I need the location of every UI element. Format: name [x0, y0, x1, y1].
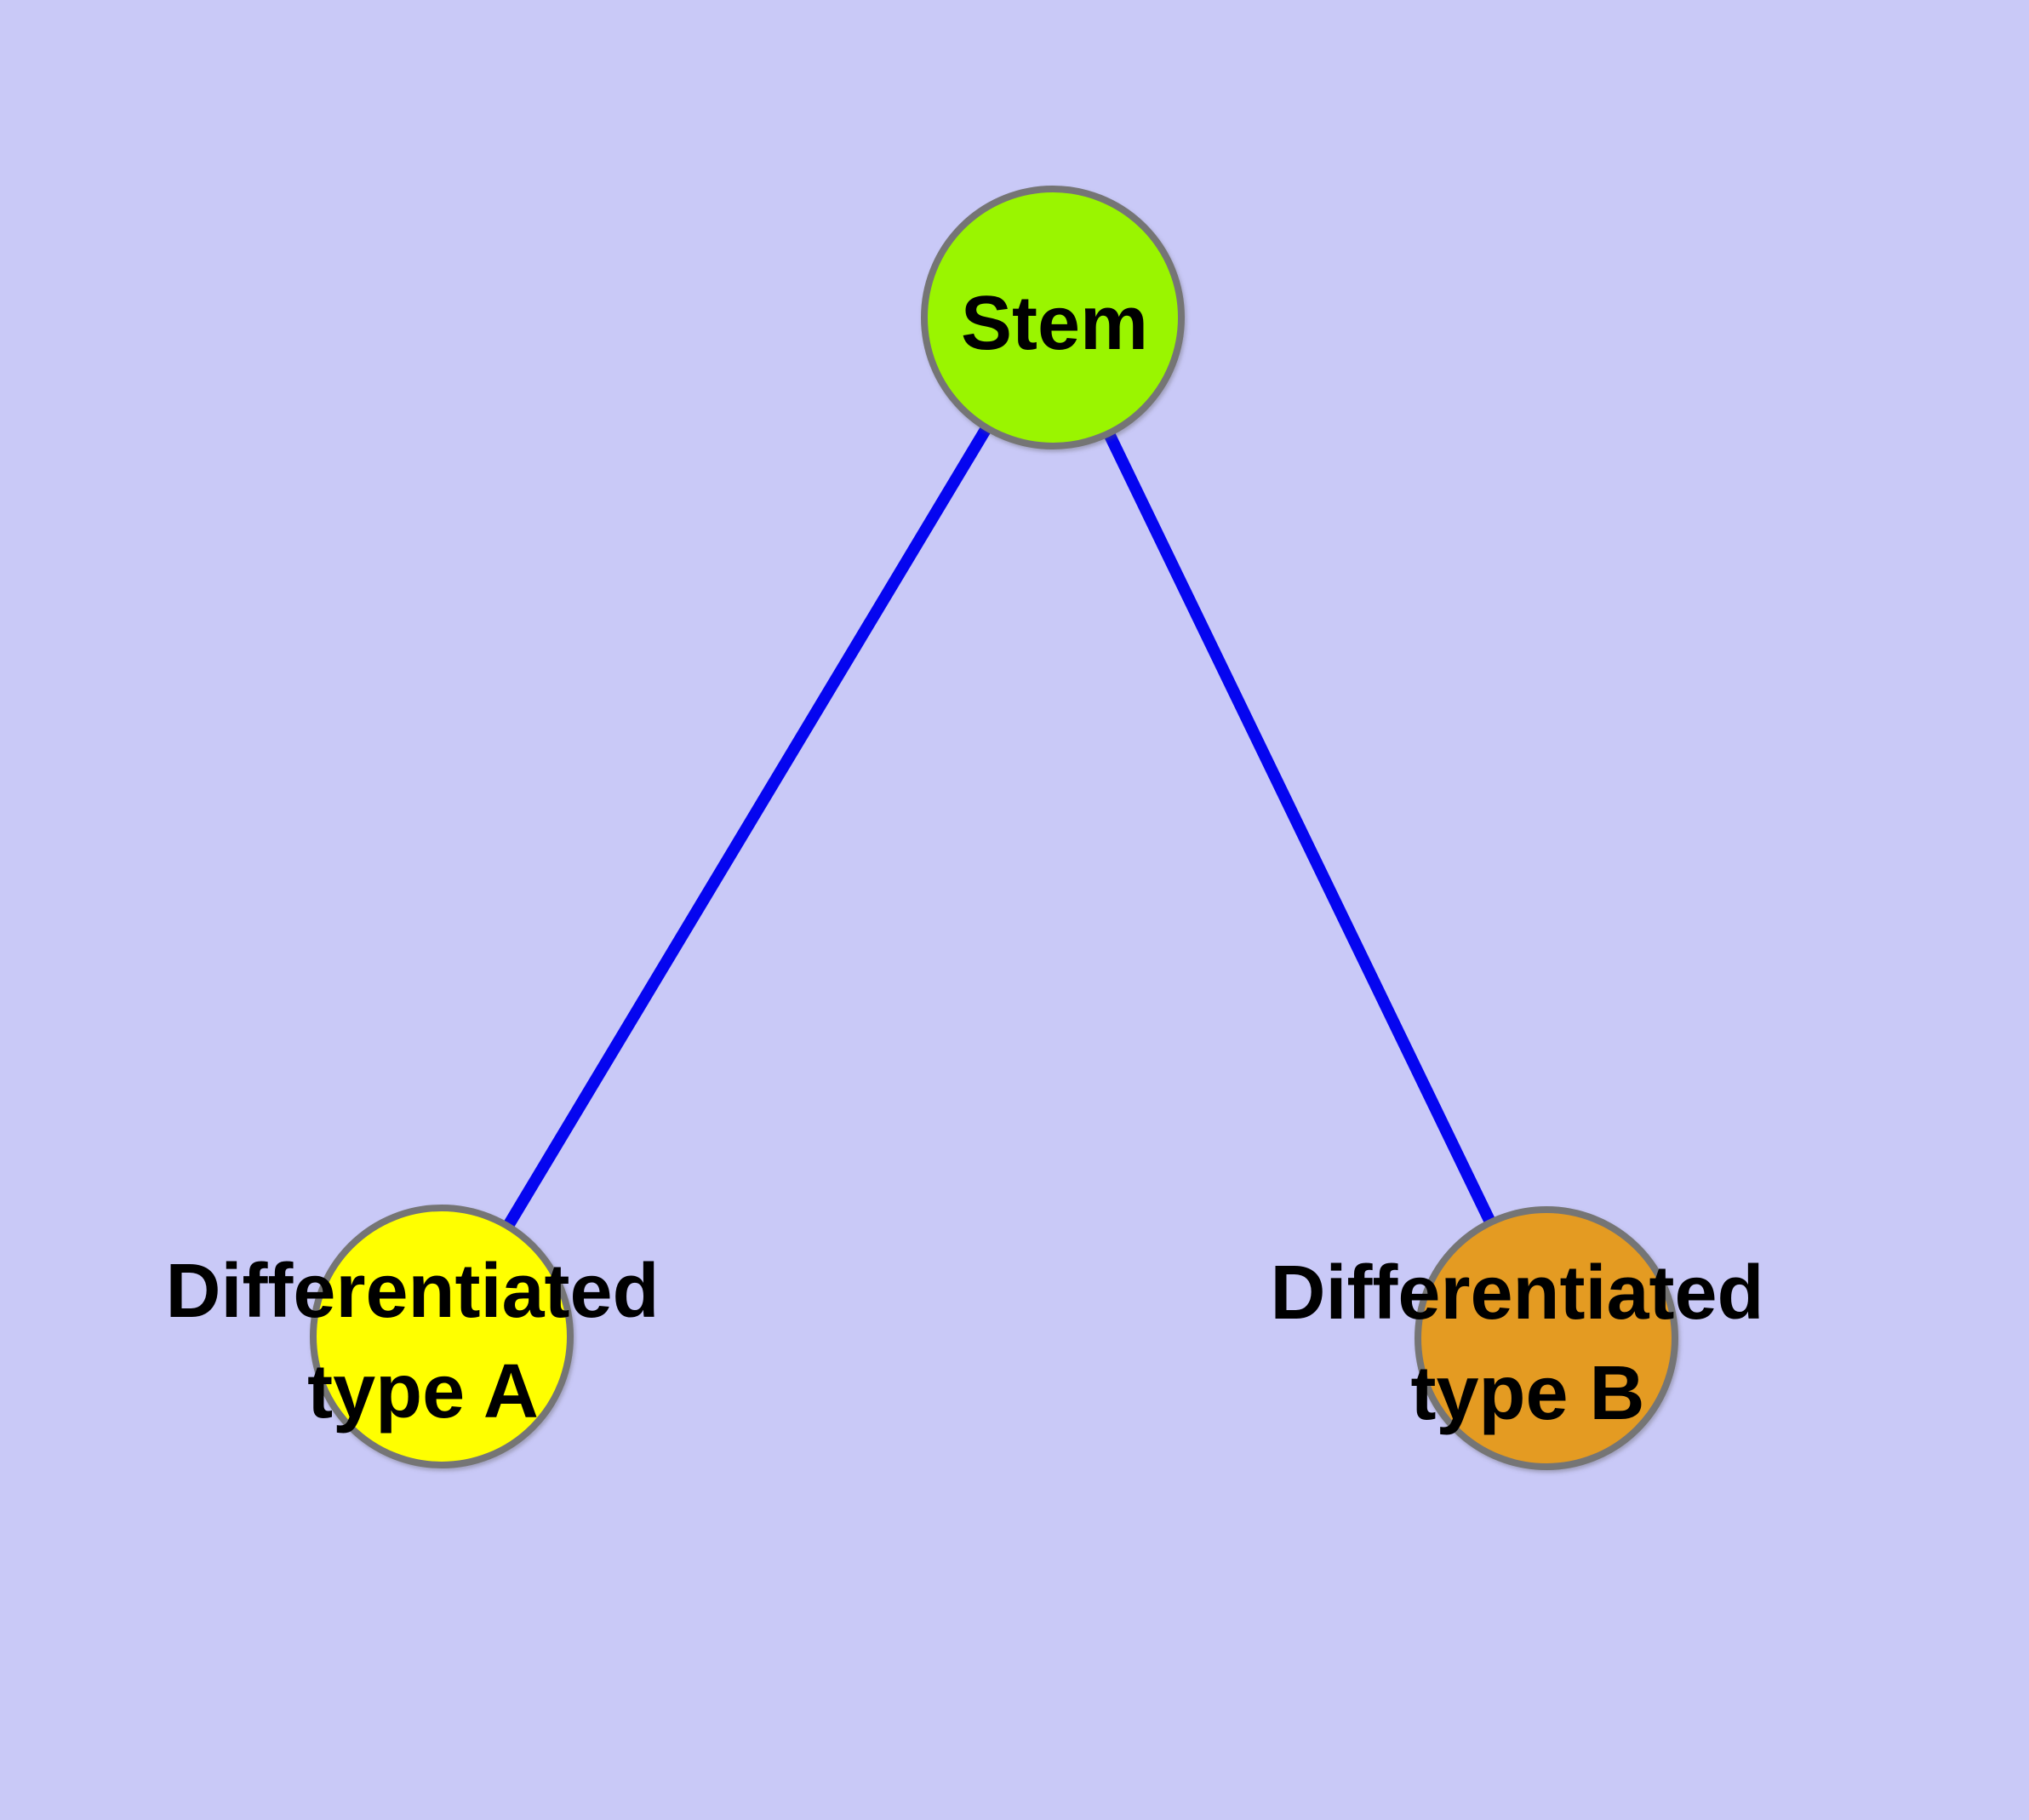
node-type-b-label-line2: type B	[1410, 1351, 1644, 1436]
edge-stem-to-type-a	[436, 314, 1059, 1340]
node-differentiated-type-a	[310, 1205, 574, 1468]
node-type-b-label: Differentiated type B	[1270, 1251, 1785, 1436]
node-differentiated-type-b	[1415, 1206, 1678, 1470]
node-layer	[310, 186, 1678, 1470]
node-type-b-label-line1: Differentiated	[1270, 1251, 1763, 1336]
node-stem-label: Stem	[961, 281, 1148, 366]
node-type-a-label-line1: Differentiated	[165, 1249, 659, 1334]
label-layer: Stem Differentiated type A Differentiate…	[165, 281, 1785, 1436]
edge-stem-to-type-b	[1047, 314, 1552, 1342]
node-stem	[921, 186, 1185, 449]
node-type-a-label-line2: type A	[307, 1349, 539, 1434]
edge-layer	[436, 314, 1552, 1342]
node-type-a-label: Differentiated type A	[165, 1249, 680, 1434]
